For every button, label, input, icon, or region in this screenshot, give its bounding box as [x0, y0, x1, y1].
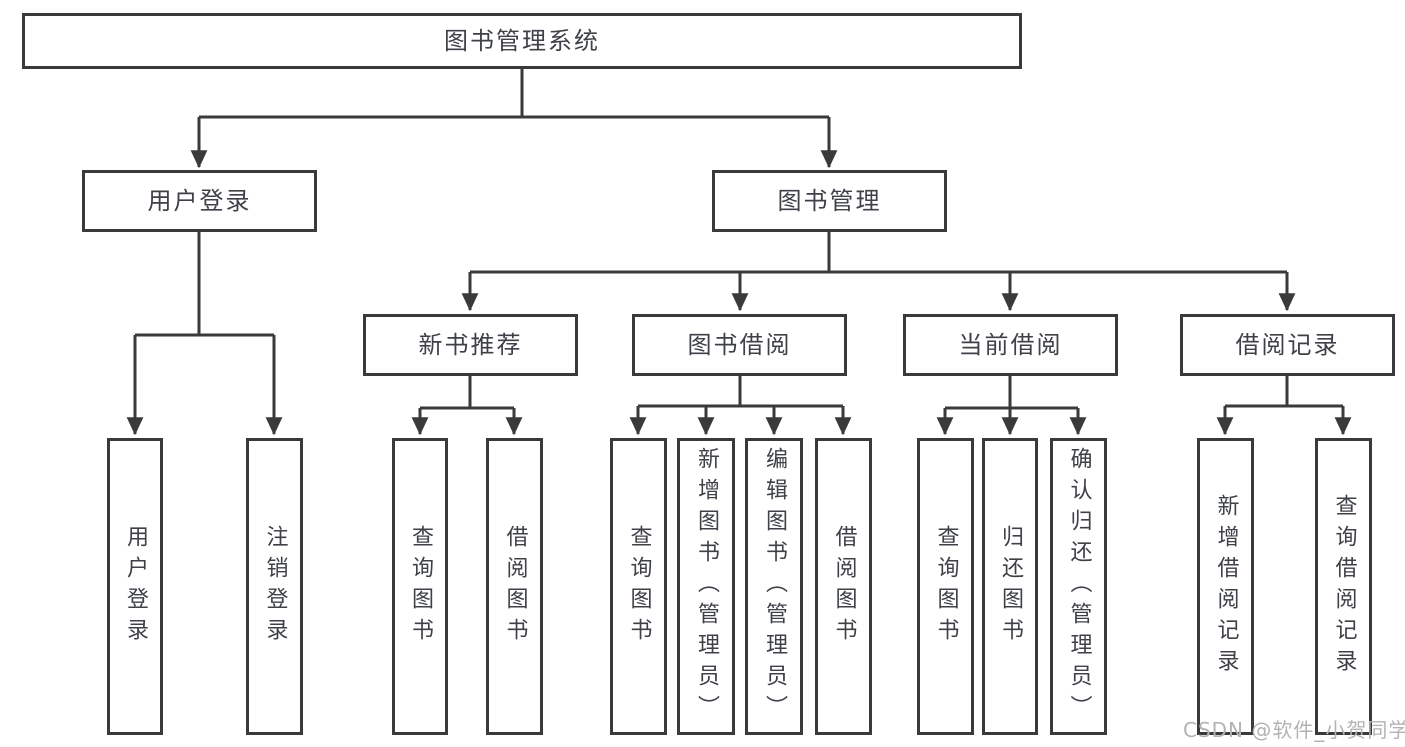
leaf-borrow-search-book-label: 查询图书 — [626, 524, 652, 649]
node-book-management-label: 图书管理 — [777, 186, 882, 215]
leaf-borrow-add-book-admin: 新增图书（管理员） — [677, 438, 735, 735]
leaf-records-search-record: 查询借阅记录 — [1315, 438, 1372, 735]
node-book-borrow-label: 图书借阅 — [687, 330, 792, 359]
leaf-current-search-book: 查询图书 — [917, 438, 974, 735]
leaf-user-login: 用户登录 — [107, 438, 163, 735]
node-book-management: 图书管理 — [712, 170, 947, 232]
leaf-current-confirm-return-admin-label: 确认归还（管理员） — [1066, 447, 1092, 726]
leaf-user-login-label: 用户登录 — [123, 524, 148, 649]
node-user-login: 用户登录 — [82, 170, 317, 232]
leaf-current-return-book-label: 归还图书 — [998, 524, 1023, 649]
leaf-records-add-record-label: 新增借阅记录 — [1213, 493, 1239, 680]
leaf-borrow-edit-book-admin-label: 编辑图书（管理员） — [762, 447, 787, 726]
leaf-current-confirm-return-admin: 确认归还（管理员） — [1050, 438, 1107, 735]
node-borrow-records-label: 借阅记录 — [1235, 330, 1340, 359]
leaf-recommend-search-book: 查询图书 — [392, 438, 448, 735]
node-current-borrow-label: 当前借阅 — [958, 330, 1063, 359]
leaf-borrow-borrow-book: 借阅图书 — [815, 438, 872, 735]
node-user-login-label: 用户登录 — [147, 186, 252, 215]
leaf-current-return-book: 归还图书 — [982, 438, 1038, 735]
leaf-logout: 注销登录 — [246, 438, 303, 735]
leaf-recommend-borrow-book: 借阅图书 — [486, 438, 543, 735]
leaf-borrow-borrow-book-label: 借阅图书 — [831, 524, 857, 649]
node-root: 图书管理系统 — [22, 13, 1022, 69]
leaf-borrow-edit-book-admin: 编辑图书（管理员） — [745, 438, 803, 735]
node-current-borrow: 当前借阅 — [903, 314, 1118, 376]
leaf-borrow-search-book: 查询图书 — [610, 438, 667, 735]
csdn-watermark: CSDN @软件_小贺同学 — [1183, 718, 1405, 742]
leaf-current-search-book-label: 查询图书 — [933, 524, 959, 649]
leaf-logout-label: 注销登录 — [262, 524, 288, 649]
node-root-label: 图书管理系统 — [444, 26, 600, 55]
leaf-recommend-borrow-book-label: 借阅图书 — [502, 524, 528, 649]
leaf-records-add-record: 新增借阅记录 — [1197, 438, 1254, 735]
node-borrow-records: 借阅记录 — [1180, 314, 1395, 376]
node-new-book-recommend-label: 新书推荐 — [418, 330, 523, 359]
node-book-borrow: 图书借阅 — [632, 314, 847, 376]
node-new-book-recommend: 新书推荐 — [363, 314, 578, 376]
leaf-recommend-search-book-label: 查询图书 — [408, 524, 433, 649]
leaf-records-search-record-label: 查询借阅记录 — [1331, 493, 1357, 680]
leaf-borrow-add-book-admin-label: 新增图书（管理员） — [694, 447, 719, 726]
